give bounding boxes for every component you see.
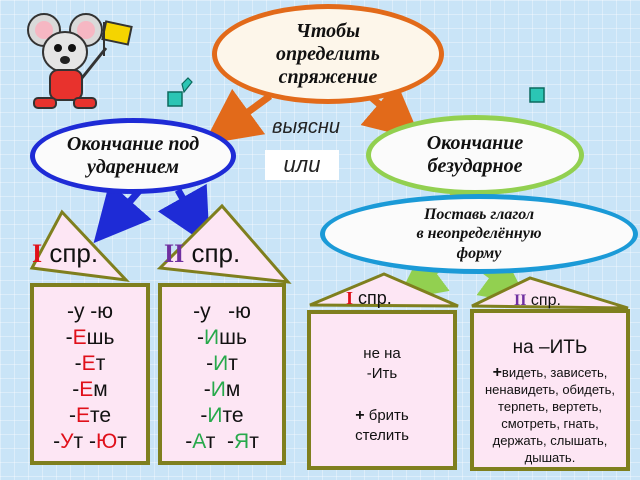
infinitive-line-2: в неопределённую [416, 225, 542, 243]
plus-icon: + [492, 364, 502, 381]
ending-vowel: Е [79, 378, 94, 401]
second-conjugation-endings-card: -у -ю -Ишь -Ит -Им -Ите -Ат -Ят [158, 283, 286, 465]
rule-line: на –ИТЬ [512, 337, 588, 358]
ending-vowel: Я [234, 430, 250, 453]
stressed-line-1: Окончание под [66, 133, 200, 155]
arrow-to-unstressed [360, 82, 422, 141]
ending-vowel: И [207, 404, 223, 427]
exception-line: ненавидеть, обидеть, [485, 382, 615, 397]
ending-vowel: И [204, 326, 220, 349]
second-conjugation-heading: II спр. [164, 238, 240, 269]
exception-line: терпеть, вертеть, [498, 399, 602, 414]
exception-line: +видеть, зависеть, [492, 364, 608, 381]
unstressed-line-2: безударное [427, 155, 523, 177]
exception-line: + брить [355, 407, 409, 424]
rule-line: -Ить [366, 365, 398, 382]
arrow-to-first-conj [93, 182, 152, 244]
oval-infinitive-form: Поставь глагол в неопределённую форму [320, 194, 638, 274]
numeral-i: I [346, 288, 354, 308]
numeral-ii: II [514, 292, 527, 309]
ending-row: -Ете [68, 404, 112, 427]
or-label: или [265, 150, 339, 180]
arrow-to-stressed [203, 88, 273, 145]
conj-text: спр. [526, 292, 561, 309]
ending-row: -Ите [200, 404, 244, 427]
oval-determine-conjugation: Чтобы определить спряжение [212, 4, 444, 104]
rule-line: не на [363, 345, 401, 362]
title-line-2: определить [276, 42, 380, 65]
triangle-left-first [29, 209, 130, 283]
ending-row: -Ишь [197, 326, 247, 349]
ending-row: -Ешь [65, 326, 115, 349]
check-icon [181, 77, 193, 94]
ending-row: -Ут -Ют [53, 430, 127, 453]
unstressed-line-1: Окончание [426, 132, 524, 154]
title-line-1: Чтобы [295, 19, 361, 42]
stressed-line-2: ударением [87, 156, 179, 178]
exception-line: смотреть, гнать, [501, 416, 599, 431]
ending-row: -Ем [72, 378, 108, 401]
ending-vowel: Е [72, 326, 87, 349]
triangle-right-first [309, 272, 459, 308]
conj-text: спр. [353, 288, 392, 308]
exception-line: стелить [355, 427, 409, 444]
square-icon [167, 91, 183, 107]
ending-vowel: И [210, 378, 226, 401]
numeral-i: I [32, 239, 43, 268]
ending-vowel: Е [81, 352, 96, 375]
conj-text: спр. [42, 238, 99, 268]
mouse-mascot-icon [27, 13, 133, 109]
ending-vowel: А [192, 430, 206, 453]
first-conjugation-heading: I спр. [32, 238, 98, 269]
ending-row: -у -ю [193, 300, 251, 323]
second-conjugation-infinitive-card: на –ИТЬ +видеть, зависеть, ненавидеть, о… [470, 309, 630, 471]
arrow-to-second-conj [157, 183, 210, 247]
ending-row: -Ит [206, 352, 238, 375]
conj-text: спр. [184, 238, 241, 268]
ending-row: -Им [203, 378, 241, 401]
second-conjugation-heading-right: II спр. [514, 292, 561, 310]
exception-line: дышать. [524, 450, 576, 465]
first-conjugation-heading-right: I спр. [346, 288, 392, 309]
infinitive-line-3: форму [456, 244, 502, 262]
ending-vowel: Ю [95, 430, 118, 453]
ending-row: -Ет [74, 352, 106, 375]
find-out-label: выясни [272, 116, 340, 138]
exception-line: держать, слышать, [492, 433, 608, 448]
square-icon [529, 87, 545, 103]
ending-row: -Ат -Ят [185, 430, 259, 453]
first-conjugation-endings-card: -у -ю -Ешь -Ет -Ем -Ете -Ут -Ют [30, 283, 150, 465]
oval-unstressed-ending: Окончание безударное [366, 115, 584, 195]
ending-vowel: И [213, 352, 229, 375]
numeral-ii: II [164, 239, 185, 268]
ending-vowel: Е [75, 404, 90, 427]
first-conjugation-infinitive-card: не на -Ить + брить стелить [307, 310, 457, 470]
oval-stressed-ending: Окончание под ударением [30, 118, 236, 194]
ending-row: -у -ю [66, 300, 114, 323]
triangle-left-second [156, 203, 292, 284]
infinitive-line-1: Поставь глагол [423, 206, 535, 224]
ending-vowel: У [60, 430, 74, 453]
triangle-right-second [471, 276, 629, 310]
title-line-3: спряжение [278, 65, 378, 88]
plus-icon: + [355, 407, 365, 424]
